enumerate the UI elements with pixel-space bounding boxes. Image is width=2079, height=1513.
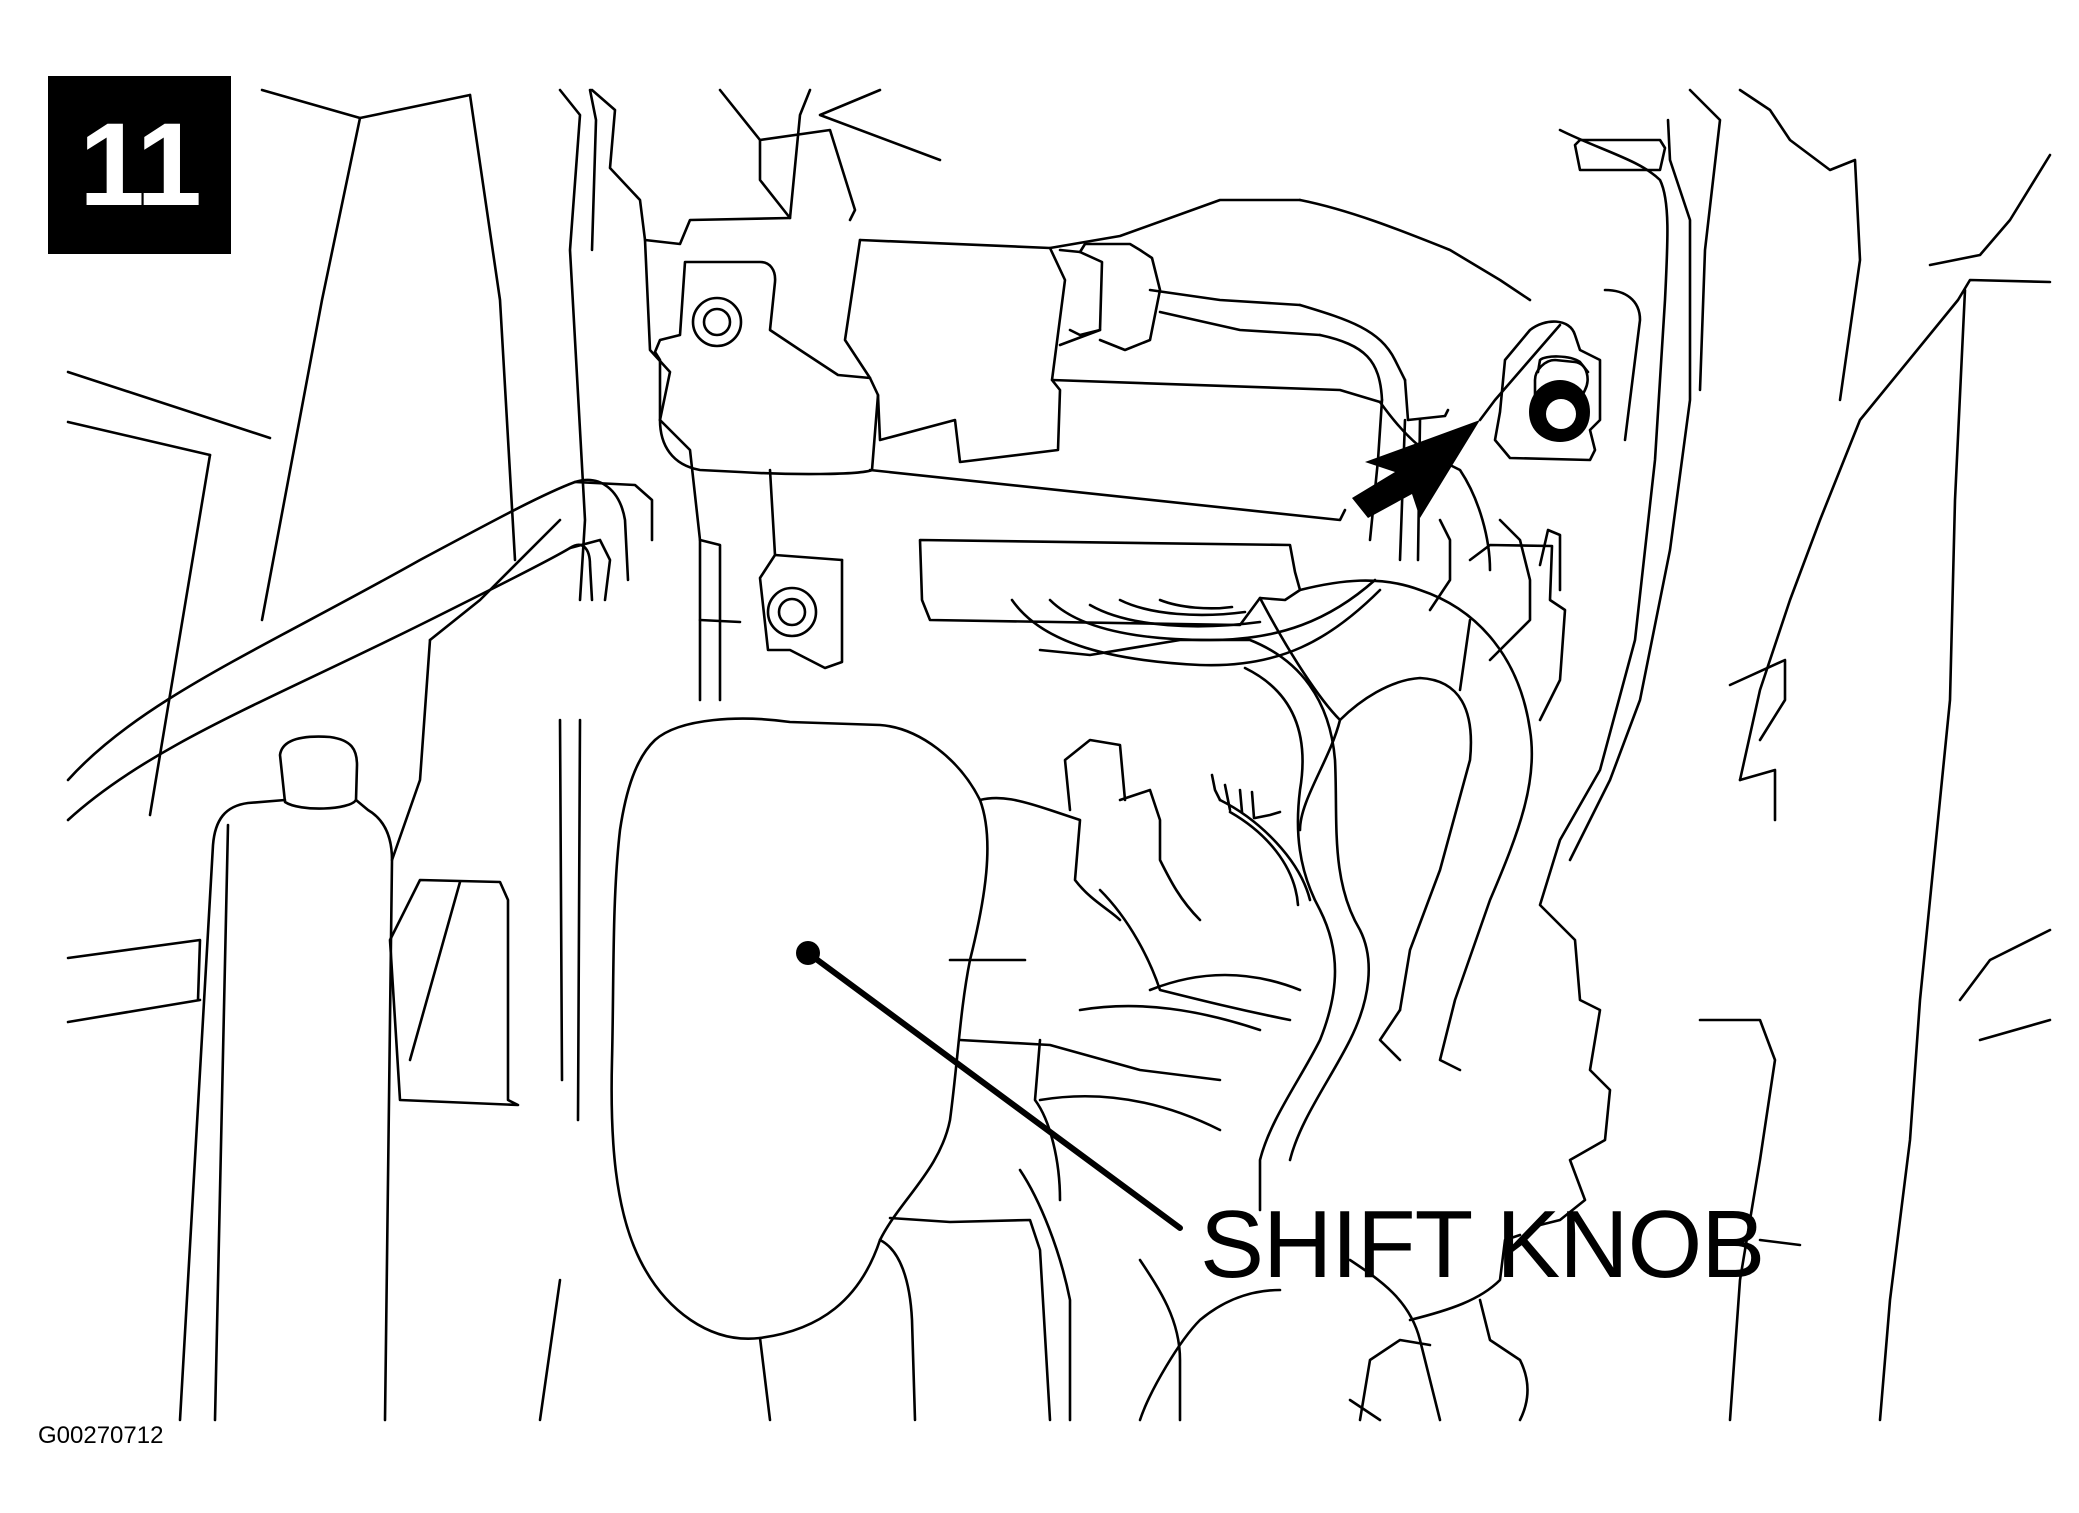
shift-boot-pipe: [1038, 638, 1370, 1212]
center-left-bracket: [590, 88, 942, 702]
figure-id: G00270712: [38, 1422, 164, 1449]
leader-line: [796, 941, 1183, 1231]
left-hose: [66, 478, 654, 822]
right-pipe: [1258, 543, 1567, 1072]
far-right-lines: [1688, 88, 2052, 1422]
shift-knob-label: SHIFT KNOB: [1200, 1191, 1765, 1298]
step-number-badge: 11: [48, 76, 231, 254]
long-connector: [918, 538, 1382, 667]
shift-knob: [610, 717, 1529, 1422]
left-middle-panels: [388, 518, 582, 1422]
leader-dot-icon: [796, 941, 820, 965]
left-tank: [178, 735, 394, 1422]
arrow-icon: [1352, 420, 1480, 518]
harness: [1298, 303, 1450, 562]
right-panel: [1298, 118, 1692, 1227]
connector-box: [843, 198, 1382, 522]
